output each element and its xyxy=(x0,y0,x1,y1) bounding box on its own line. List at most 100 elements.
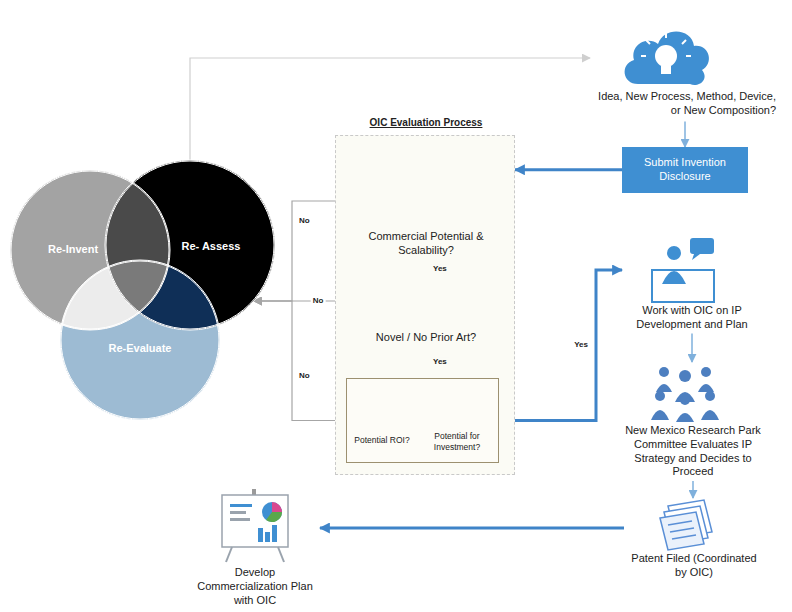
step-node: New Mexico Research Park Committee Evalu… xyxy=(612,362,774,481)
committee-icon-part xyxy=(698,384,714,392)
investment-box: Potential ROI? Potential for Investment? xyxy=(346,378,499,463)
committee-icon xyxy=(651,367,719,422)
node-text: OIC Evaluation Process xyxy=(336,117,516,130)
circle-outline xyxy=(60,260,220,420)
circle-border xyxy=(106,161,274,329)
node-text: Novel / No Prior Art? xyxy=(350,331,502,345)
connector xyxy=(692,481,694,498)
presentation-icon-part xyxy=(272,502,282,512)
step-node: Patent Filed (Coordinated by OIC) xyxy=(624,498,764,582)
committee-icon-part xyxy=(655,391,665,401)
node-text: Idea, New Process, Method, Device, or Ne… xyxy=(594,90,776,118)
document-stack-icon-part xyxy=(672,535,696,539)
venn-overlap-part xyxy=(60,260,220,420)
connector xyxy=(320,527,624,530)
committee-icon-part xyxy=(676,413,694,422)
edge-label: Yes xyxy=(572,340,590,350)
committee-icon-part xyxy=(680,395,690,405)
venn-overlap-part xyxy=(60,260,220,420)
presentation-icon-part xyxy=(230,511,246,514)
decision-node: Novel / No Prior Art? xyxy=(346,279,506,347)
venn-overlap xyxy=(60,260,220,420)
venn-outline-part xyxy=(10,170,170,330)
meeting-icon-part xyxy=(652,270,714,302)
step-node: Work with OIC on IP Development and Plan xyxy=(622,232,762,334)
node-text: Commercial Potential & Scalability? xyxy=(350,230,502,258)
connector xyxy=(254,301,346,421)
edge-label: No xyxy=(311,296,326,306)
idea-cloud-icon-part-part xyxy=(641,55,646,57)
venn-overlap-part xyxy=(60,260,220,420)
meeting-icon-part xyxy=(690,238,714,254)
venn-outline-part xyxy=(105,160,275,330)
committee-icon-part xyxy=(705,391,715,401)
presentation-icon-part xyxy=(258,528,263,542)
idea-cloud-icon xyxy=(625,31,709,85)
idea-cloud-icon-part xyxy=(625,31,709,85)
committee-icon-part xyxy=(651,410,669,420)
idea-cloud-icon-part-part xyxy=(686,55,691,57)
decision-node: Commercial Potential & Scalability? xyxy=(346,156,506,260)
meeting-icon-part xyxy=(667,246,681,260)
committee-icon-part xyxy=(701,410,719,420)
node-text: New Mexico Research Park Committee Evalu… xyxy=(616,424,770,479)
process-box: Submit Invention Disclosure xyxy=(622,147,748,193)
document-stack-icon-part xyxy=(670,528,694,532)
node-text: Develop Commercialization Plan with OIC xyxy=(194,566,316,607)
evaluation-panel: Commercial Potential & Scalability? Novel… xyxy=(335,135,515,475)
venn-circle: Re-Invent xyxy=(10,170,170,330)
presentation-icon xyxy=(222,489,288,562)
presentation-icon-part xyxy=(266,512,282,522)
node-text: Patent Filed (Coordinated by OIC) xyxy=(628,552,760,580)
circle-border xyxy=(11,171,169,329)
idea-cloud-icon-part xyxy=(661,66,671,74)
venn-outline-part xyxy=(60,260,220,420)
idea-cloud-icon-part-part xyxy=(646,40,650,44)
node-text: Work with OIC on IP Development and Plan xyxy=(626,304,758,332)
presentation-icon-part xyxy=(262,502,282,522)
idea-cloud-icon-part-part xyxy=(665,33,667,38)
presentation-icon-part xyxy=(222,495,288,547)
connector xyxy=(691,334,693,363)
document-stack-icon-part xyxy=(668,521,692,525)
committee-icon-part xyxy=(659,367,669,377)
node-text: Potential ROI? xyxy=(349,435,415,446)
idea-node: Idea, New Process, Method, Device, or Ne… xyxy=(590,22,780,120)
presentation-icon-part xyxy=(272,525,277,542)
node-text: Re-Evaluate xyxy=(90,342,190,356)
venn-overlap-part-part xyxy=(60,260,220,420)
venn-circle xyxy=(60,260,220,420)
edge-label: No xyxy=(297,371,312,381)
presentation-icon-part xyxy=(252,489,256,495)
circle-border xyxy=(61,261,219,419)
venn-overlap xyxy=(60,260,220,420)
idea-cloud-icon-part xyxy=(641,33,691,56)
venn-overlap xyxy=(60,260,220,420)
connector xyxy=(499,270,622,421)
meeting-icon-part xyxy=(692,254,700,260)
node-text: Potential for Investment? xyxy=(419,431,495,452)
venn-circle: Re- Assess xyxy=(105,160,275,330)
node-text: Re- Assess xyxy=(171,240,251,254)
committee-icon-part xyxy=(656,384,672,392)
venn-outline xyxy=(10,160,275,420)
document-stack-icon-part xyxy=(660,512,704,550)
meeting-icon xyxy=(652,238,714,302)
idea-cloud-icon-part xyxy=(655,45,677,67)
connector xyxy=(684,122,686,148)
node-text: Submit Invention Disclosure xyxy=(628,156,742,184)
document-stack-icon xyxy=(660,500,712,550)
presentation-icon-part xyxy=(265,532,270,542)
presentation-icon-part xyxy=(230,518,250,521)
meeting-icon-part xyxy=(662,271,686,284)
step-node: Develop Commercialization Plan with OIC xyxy=(190,488,320,609)
edge-label: Yes xyxy=(431,358,449,368)
node-text: Re-Invent xyxy=(38,243,108,257)
presentation-icon-part xyxy=(230,504,252,507)
connector xyxy=(515,168,622,171)
committee-icon-part xyxy=(679,370,691,382)
venn-circle: Re-Evaluate xyxy=(60,260,220,420)
edge-label: No xyxy=(297,216,312,226)
edge-label: Yes xyxy=(431,264,449,274)
